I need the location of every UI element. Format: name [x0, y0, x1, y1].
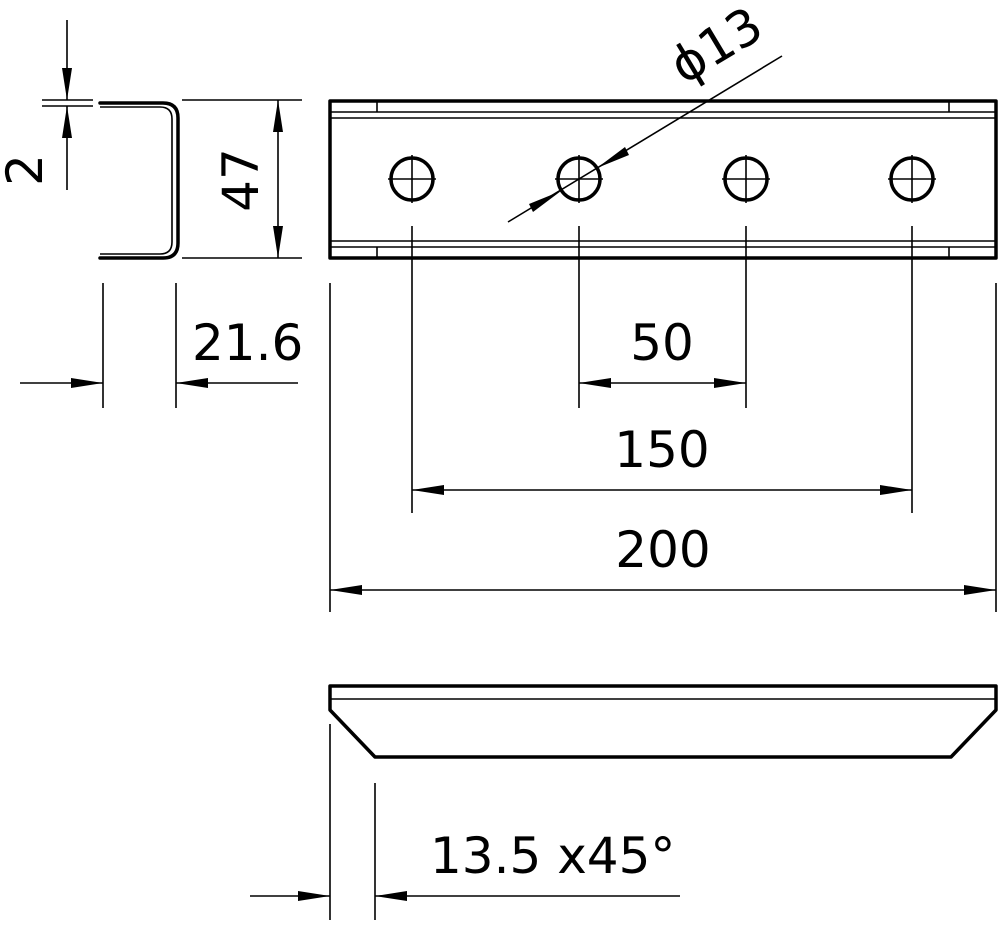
- thickness-label: 2: [0, 154, 54, 186]
- outer-hole-span-dimension: 150: [412, 421, 912, 495]
- hole-3: [722, 155, 770, 203]
- chamfer-dimension: 13.5 x45°: [250, 724, 680, 920]
- total-length-label: 200: [615, 521, 710, 579]
- chamfer-label: 13.5 x45°: [430, 827, 675, 885]
- bottom-view-plate: [328, 684, 998, 759]
- height-dimension: 47: [182, 99, 302, 259]
- hole-4: [888, 155, 936, 203]
- hole-extension-lines: [329, 226, 997, 612]
- c-channel-profile: [98, 101, 180, 260]
- outer-hole-span-label: 150: [614, 421, 709, 479]
- hole-diameter-label: ϕ13: [660, 0, 773, 95]
- pitch-label: 50: [630, 314, 694, 372]
- thickness-dimension: 2: [0, 20, 93, 190]
- depth-dimension: 21.6: [20, 283, 303, 408]
- height-label: 47: [212, 148, 270, 212]
- hole-1: [388, 155, 436, 203]
- hole-diameter-dimension: ϕ13: [507, 0, 783, 223]
- front-view-plate: [328, 99, 998, 260]
- pitch-dimension: 50: [579, 314, 746, 388]
- depth-label: 21.6: [192, 314, 303, 372]
- total-length-dimension: 200: [330, 521, 996, 595]
